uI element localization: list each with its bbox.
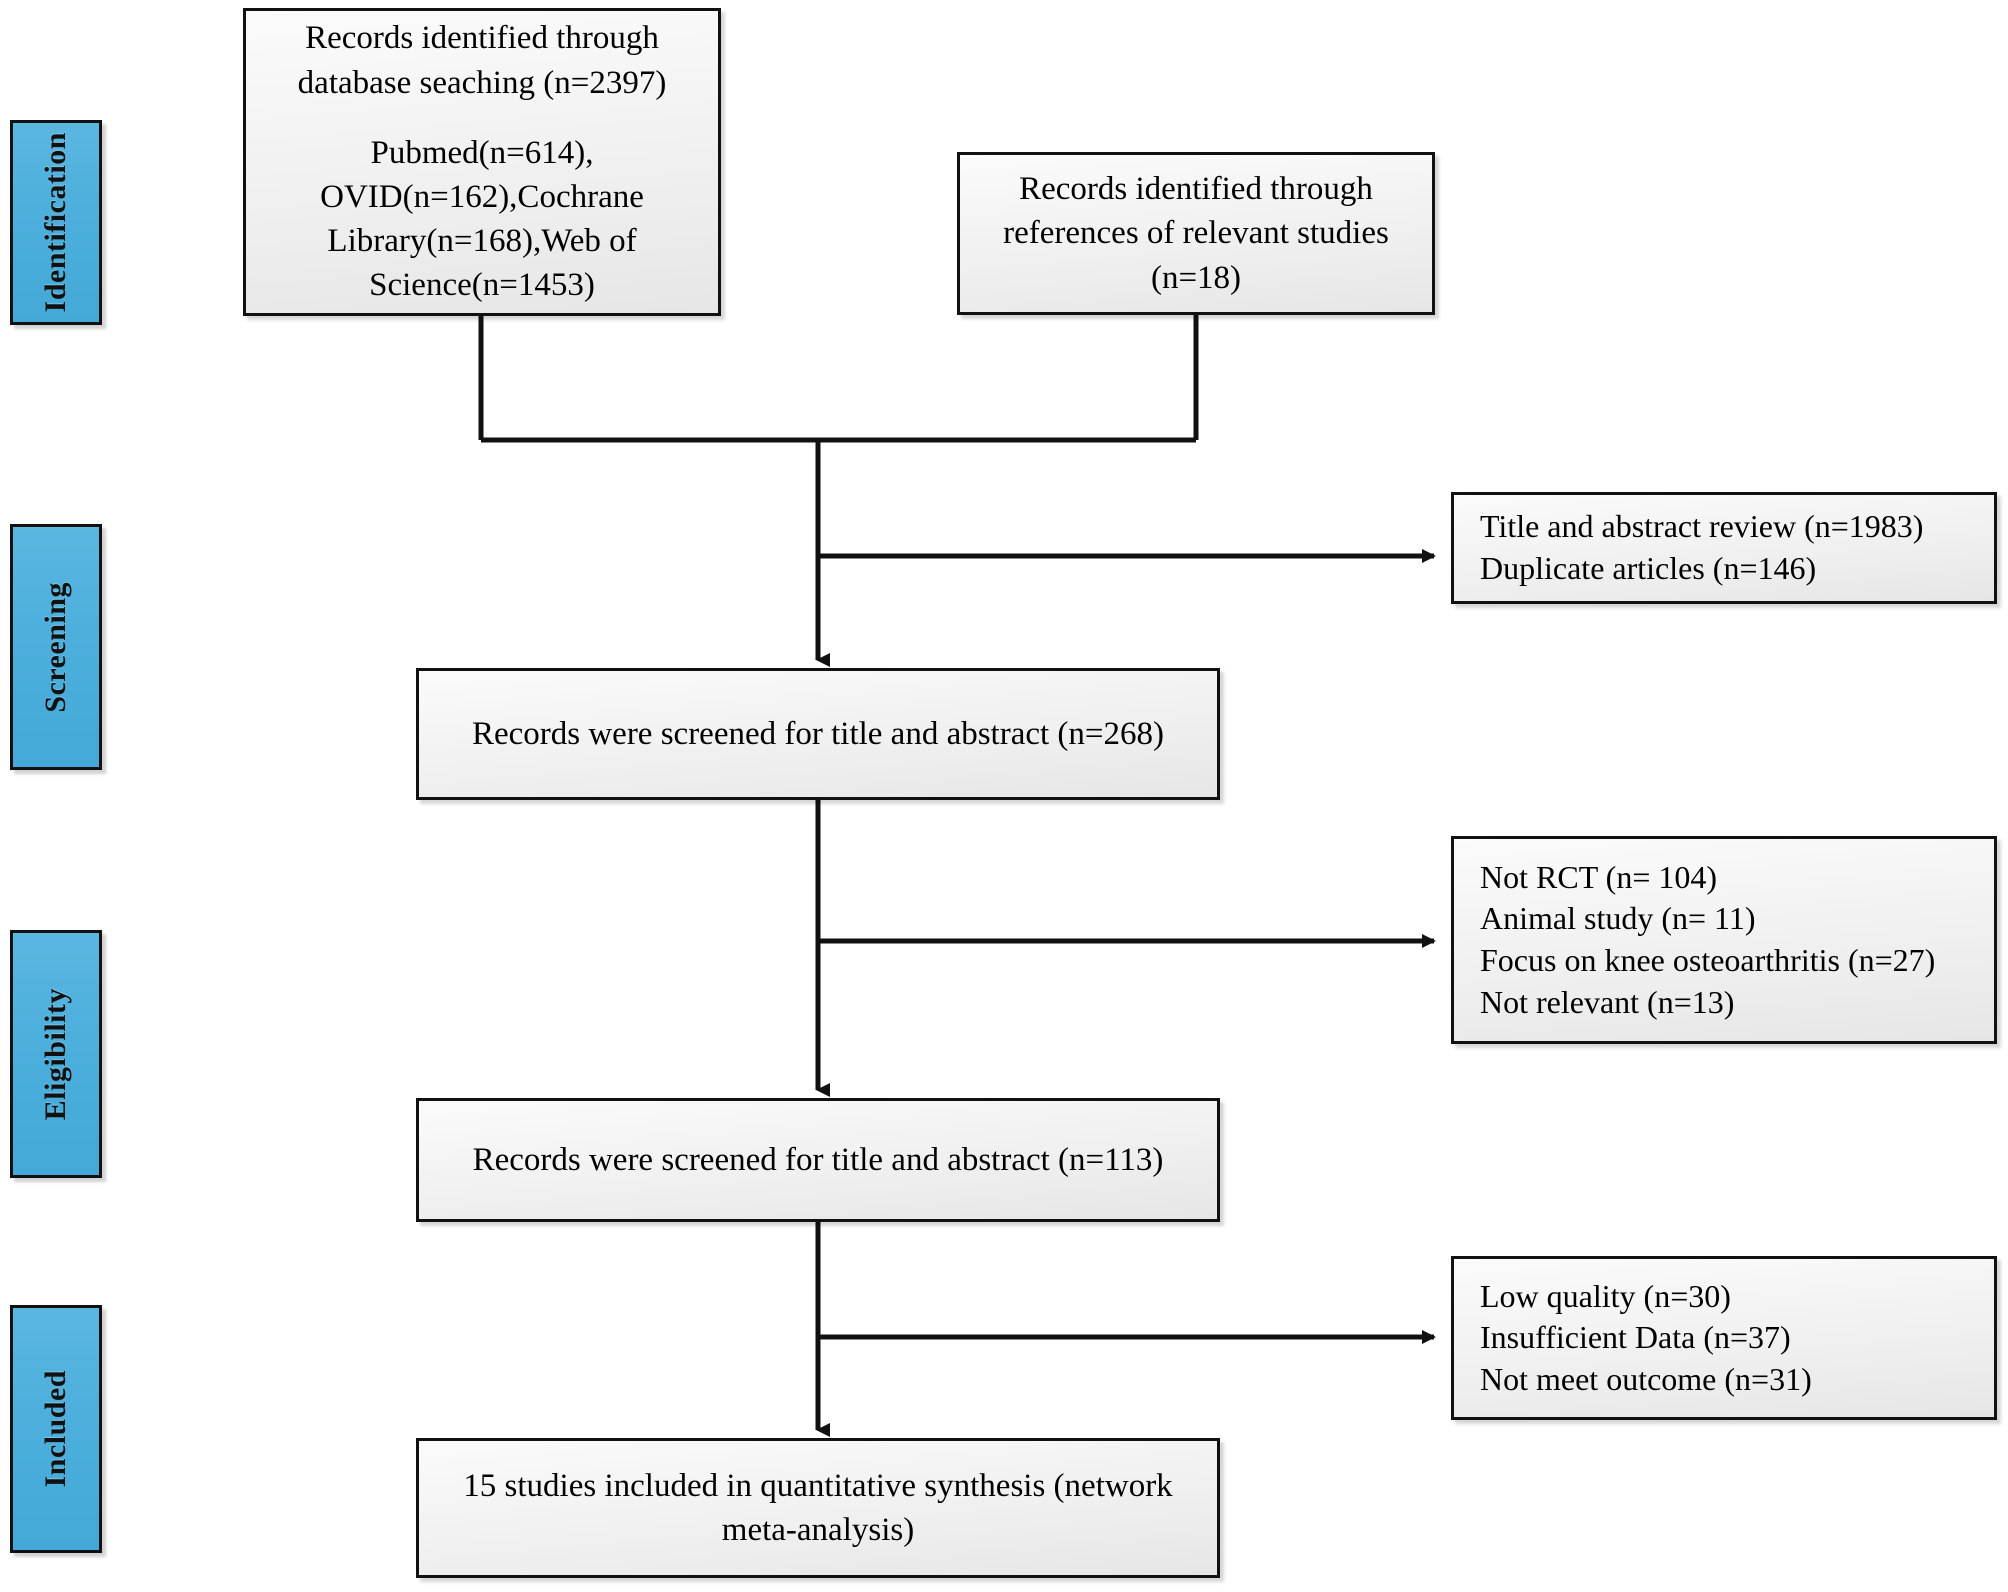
node-eligibility-exclusions: Not RCT (n= 104) Animal study (n= 11) Fo… — [1451, 836, 1997, 1044]
ref-search-line-2: references of relevant studies — [1003, 215, 1389, 252]
ref-search-line-1: Records identified through — [1019, 171, 1373, 208]
node-records-screened-113: Records were screened for title and abst… — [416, 1098, 1220, 1222]
screened-268-text: Records were screened for title and abst… — [471, 715, 1165, 752]
eligibility-excl-knee-oa: Focus on knee osteoarthritis (n=27) — [1480, 942, 1936, 978]
final-included-line-1: 15 studies included in quantitative synt… — [463, 1467, 1173, 1504]
node-final-included-studies: 15 studies included in quantitative synt… — [416, 1438, 1220, 1578]
included-excl-not-meet-outcome: Not meet outcome (n=31) — [1480, 1360, 1812, 1397]
db-search-ovid-cochrane: OVID(n=162),Cochrane — [320, 179, 644, 215]
stage-band-included: Included — [10, 1305, 102, 1553]
stage-label-identification: Identification — [39, 132, 72, 313]
node-records-screened-268: Records were screened for title and abst… — [416, 668, 1220, 800]
stage-band-identification: Identification — [10, 120, 102, 325]
stage-label-included: Included — [39, 1370, 72, 1488]
stage-band-eligibility: Eligibility — [10, 930, 102, 1178]
eligibility-excl-animal-study: Animal study (n= 11) — [1480, 900, 1756, 937]
node-records-reference-search: Records identified through references of… — [957, 152, 1435, 315]
db-search-line-1: Records identified through — [305, 20, 659, 57]
final-included-line-2: meta-analysis) — [721, 1512, 915, 1548]
included-excl-low-quality: Low quality (n=30) — [1480, 1277, 1731, 1314]
stage-label-eligibility: Eligibility — [39, 987, 72, 1121]
db-search-library-web: Library(n=168),Web of — [327, 223, 637, 260]
node-screening-exclusions: Title and abstract review (n=1983) Dupli… — [1451, 492, 1997, 604]
included-excl-insufficient-data: Insufficient Data (n=37) — [1480, 1319, 1791, 1356]
ref-search-line-3: (n=18) — [1150, 259, 1242, 296]
db-search-pubmed: Pubmed(n=614), — [370, 134, 594, 171]
eligibility-excl-not-rct: Not RCT (n= 104) — [1480, 858, 1718, 895]
screening-excl-duplicates: Duplicate articles (n=146) — [1480, 550, 1817, 586]
screened-113-text: Records were screened for title and abst… — [472, 1141, 1164, 1178]
eligibility-excl-not-relevant: Not relevant (n=13) — [1480, 983, 1735, 1020]
db-search-line-2: database seaching (n=2397) — [297, 64, 667, 101]
node-included-exclusions: Low quality (n=30) Insufficient Data (n=… — [1451, 1256, 1997, 1420]
stage-label-screening: Screening — [39, 581, 72, 713]
screening-excl-title-abstract: Title and abstract review (n=1983) — [1480, 508, 1924, 545]
stage-band-screening: Screening — [10, 524, 102, 770]
node-records-database-search: Records identified through database seac… — [243, 8, 721, 316]
db-search-science: Science(n=1453) — [369, 267, 595, 304]
